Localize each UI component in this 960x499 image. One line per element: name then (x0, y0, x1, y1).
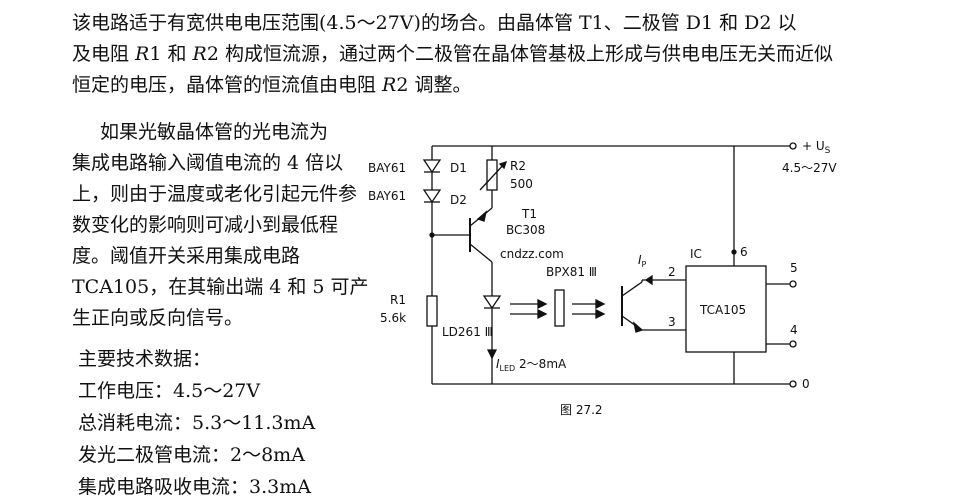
pin-3: 3 (668, 315, 676, 329)
body-line: 度。阈值开关采用集成电路 (72, 245, 301, 267)
ground-terminal (789, 380, 797, 388)
body-line: 数变化的影响则可减小到最低程 (72, 214, 339, 236)
symbol-r: R (135, 43, 150, 65)
text-span: 1 和 (149, 43, 193, 65)
ip-label: IP (638, 253, 647, 269)
pin-6: 6 (740, 245, 748, 259)
supply-label: + US (802, 139, 831, 156)
ic-name: TCA105 (699, 303, 746, 317)
resistor-r1 (426, 295, 438, 327)
ic-tca105 (685, 265, 767, 353)
d1-name: D1 (450, 161, 467, 175)
spec-item: 集成电路吸收电流：3.3mA (78, 476, 311, 498)
diode-d1 (422, 159, 442, 174)
body-line: 如果光敏晶体管的光电流为 (100, 121, 329, 143)
intro-line-1: 该电路适于有宽供电电压范围(4.5～27V)的场合。由晶体管 T1、二极管 D1… (72, 12, 797, 34)
resistor-r2 (486, 159, 498, 191)
spec-item: 总消耗电流：5.3～11.3mA (78, 412, 316, 434)
optical-slot (554, 289, 565, 327)
body-paragraph: 如果光敏晶体管的光电流为 集成电路输入阈值电流的 4 倍以 上，则由于温度或老化… (72, 117, 369, 334)
led-name: LD261 Ⅲ (442, 325, 493, 339)
text-span: 及电阻 (72, 43, 136, 65)
symbol-r: R (192, 43, 207, 65)
led-ld261 (482, 295, 502, 310)
output-pin-4 (789, 340, 797, 348)
t1-type: BC308 (506, 223, 545, 237)
supply-range: 4.5～27V (782, 161, 837, 175)
specs-heading: 主要技术数据： (78, 348, 212, 370)
r1-value: 5.6k (380, 311, 406, 325)
symbol-r: R (382, 74, 397, 96)
intro-paragraph: 该电路适于有宽供电电压范围(4.5～27V)的场合。由晶体管 T1、二极管 D1… (72, 8, 833, 101)
diode-d2 (422, 189, 442, 204)
r1-name: R1 (390, 293, 406, 307)
watermark: cndzz.com (500, 247, 564, 261)
output-pin-5 (789, 280, 797, 288)
circuit-diagram: cndzz.com + US 4.5～27V BAY61 D1 BAY61 D2… (368, 139, 837, 417)
d2-name: D2 (450, 193, 467, 207)
spec-item: 发光二极管电流：2～8mA (78, 444, 305, 466)
pin-4: 4 (790, 323, 798, 337)
intro-line-2: 及电阻 R1 和 R2 构成恒流源，通过两个二极管在晶体管基极上形成与供电电压无… (72, 39, 833, 70)
photo-name: BPX81 Ⅲ (546, 265, 597, 279)
ground-label: 0 (802, 377, 810, 391)
body-line: 集成电路输入阈值电流的 4 倍以 (72, 152, 344, 174)
d1-type: BAY61 (368, 161, 406, 175)
iled-label: ILED 2～8mA (496, 357, 567, 373)
ic-label: IC (690, 247, 702, 261)
t1-name: T1 (521, 207, 537, 221)
d2-type: BAY61 (368, 189, 406, 203)
intro-line-3: 恒定的电压，晶体管的恒流值由电阻 R2 调整。 (72, 70, 833, 101)
body-line: 上，则由于温度或老化引起元件参 (72, 183, 358, 205)
r2-value: 500 (510, 177, 533, 191)
pin-5: 5 (790, 261, 798, 275)
r2-name: R2 (510, 159, 526, 173)
body-line: TCA105，在其输出端 4 和 5 可产 (72, 276, 369, 298)
text-span: 2 构成恒流源，通过两个二极管在晶体管基极上形成与供电电压无关而近似 (206, 43, 833, 65)
text-span: 2 调整。 (396, 74, 472, 96)
text-span: 恒定的电压，晶体管的恒流值由电阻 (72, 74, 383, 96)
body-line: 生正向或反向信号。 (72, 307, 244, 329)
figure-caption: 图 27.2 (560, 403, 603, 417)
supply-terminal (789, 142, 797, 150)
pin-2: 2 (668, 265, 676, 279)
spec-item: 工作电压：4.5～27V (78, 380, 261, 402)
